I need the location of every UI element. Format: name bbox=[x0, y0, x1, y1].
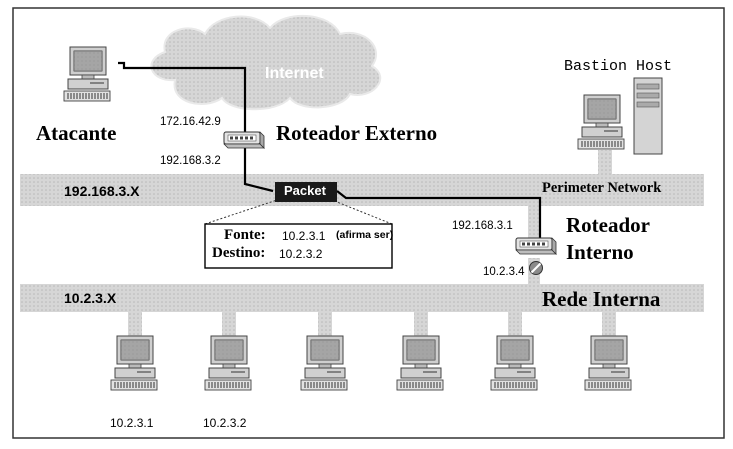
internal-network-band bbox=[20, 284, 704, 312]
internal-network-label: Rede Interna bbox=[542, 287, 661, 311]
packet-label: Packet bbox=[284, 183, 326, 198]
bastion-host-label: Bastion Host bbox=[564, 58, 673, 75]
host-computer-icon bbox=[110, 335, 158, 391]
internal-router-ip-top: 192.168.3.1 bbox=[452, 220, 513, 232]
packet-source-note: (afirma ser) bbox=[336, 229, 394, 241]
host-computer-icon bbox=[584, 335, 632, 391]
external-router-icon bbox=[223, 131, 265, 149]
internet-label: Internet bbox=[265, 65, 324, 82]
packet-detail-box bbox=[204, 223, 393, 269]
attacker-computer-icon bbox=[63, 46, 111, 102]
block-icon bbox=[529, 261, 543, 275]
perimeter-network-band bbox=[20, 174, 704, 206]
internal-router-ip-bottom: 10.2.3.4 bbox=[483, 266, 525, 278]
external-router-label: Roteador Externo bbox=[276, 121, 438, 145]
host-computer-icon bbox=[396, 335, 444, 391]
internal-router-icon bbox=[515, 237, 557, 255]
internal-network-address: 10.2.3.X bbox=[64, 290, 117, 306]
packet-badge bbox=[275, 182, 337, 202]
packet-callout-lines bbox=[204, 197, 393, 225]
attack-path bbox=[118, 61, 274, 193]
attacker-label: Atacante bbox=[36, 121, 117, 145]
packet-destination-value: 10.2.3.2 bbox=[279, 247, 323, 261]
host-ip-label: 10.2.3.2 bbox=[203, 416, 247, 430]
host-computer-icon bbox=[204, 335, 252, 391]
host-ip-label: 10.2.3.1 bbox=[110, 416, 154, 430]
packet-source-label: Fonte: bbox=[224, 227, 266, 243]
packet-to-router-path bbox=[336, 190, 542, 246]
internal-router-label-line1: Roteador bbox=[566, 213, 650, 237]
host-computer-icon bbox=[490, 335, 538, 391]
packet-source-value: 10.2.3.1 bbox=[282, 229, 326, 243]
internal-router-label-line2: Interno bbox=[566, 240, 634, 264]
host-computer-icon bbox=[300, 335, 348, 391]
attacker-ip: 172.16.42.9 bbox=[160, 116, 221, 128]
host-drops bbox=[128, 150, 616, 338]
packet-destination-label: Destino: bbox=[212, 245, 266, 261]
external-router-ip: 192.168.3.2 bbox=[160, 155, 221, 167]
perimeter-network-address: 192.168.3.X bbox=[64, 183, 140, 199]
perimeter-network-label: Perimeter Network bbox=[542, 180, 662, 196]
internet-cloud bbox=[150, 14, 382, 111]
bastion-host-icon bbox=[577, 77, 663, 155]
